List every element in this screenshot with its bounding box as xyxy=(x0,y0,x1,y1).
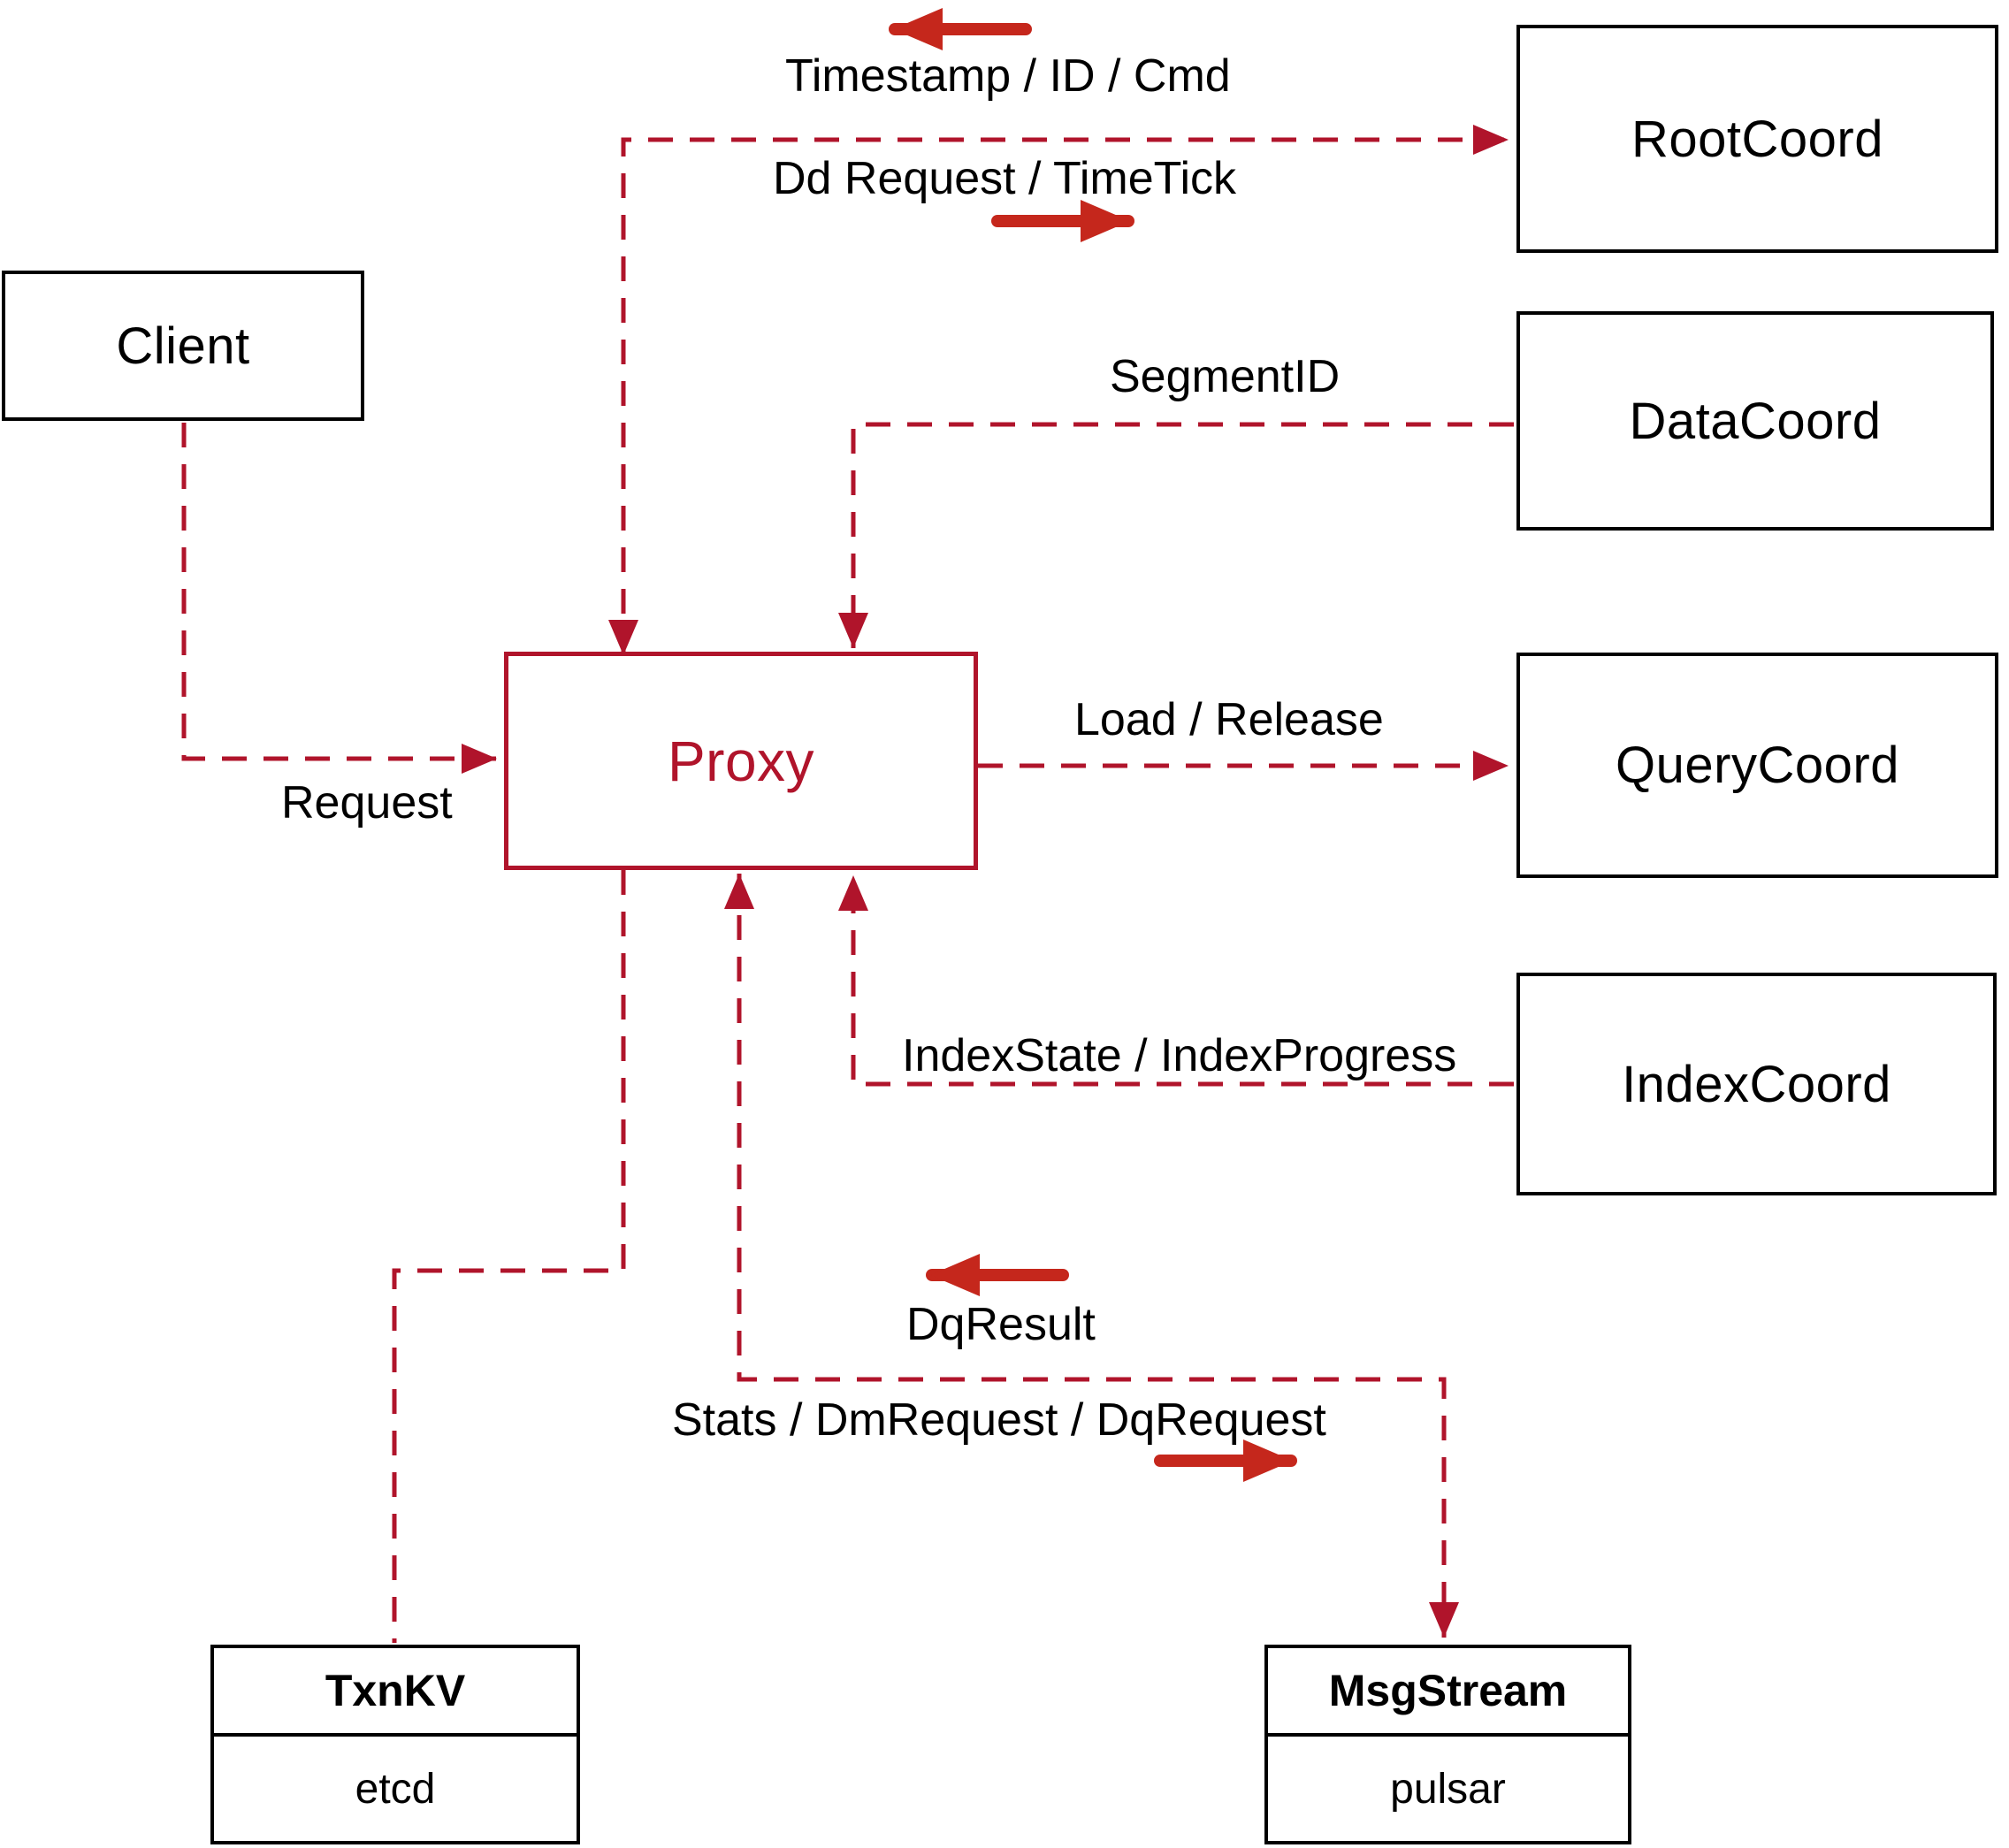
node-proxy-label: Proxy xyxy=(667,729,815,793)
node-datacoord: DataCoord xyxy=(1516,311,1994,531)
edge-client-proxy xyxy=(181,423,497,774)
edge-label-request: Request xyxy=(281,777,453,829)
node-querycoord-label: QueryCoord xyxy=(1616,737,1899,794)
edge-proxy-msgstream xyxy=(724,874,1459,1638)
edge-label-indexstate-indexprogress: IndexState / IndexProgress xyxy=(902,1030,1457,1081)
edge-label-segmentid: SegmentID xyxy=(1110,351,1341,402)
node-txnkv-title: TxnKV xyxy=(214,1648,577,1737)
edge-label-dd-request-timetick: Dd Request / TimeTick xyxy=(773,153,1237,204)
edge-proxy-rootcoord xyxy=(608,125,1509,655)
node-msgstream: MsgStream pulsar xyxy=(1264,1645,1631,1844)
node-msgstream-impl: pulsar xyxy=(1390,1765,1506,1813)
node-querycoord: QueryCoord xyxy=(1516,653,1998,878)
edge-label-stats-dmrequest-dqrequest: Stats / DmRequest / DqRequest xyxy=(672,1394,1326,1446)
node-txnkv-impl: etcd xyxy=(355,1765,436,1813)
edge-proxy-txnkv xyxy=(392,870,626,1643)
node-rootcoord: RootCoord xyxy=(1516,25,1998,253)
node-datacoord-label: DataCoord xyxy=(1629,392,1882,450)
node-indexcoord-label: IndexCoord xyxy=(1622,1055,1891,1113)
node-rootcoord-label: RootCoord xyxy=(1631,110,1883,168)
edge-datacoord-proxy xyxy=(838,422,1514,648)
node-client-label: Client xyxy=(116,317,250,375)
edge-label-dqresult: DqResult xyxy=(906,1299,1096,1350)
node-indexcoord: IndexCoord xyxy=(1516,973,1997,1195)
node-proxy: Proxy xyxy=(504,652,978,870)
edge-label-timestamp-id-cmd: Timestamp / ID / Cmd xyxy=(785,50,1231,102)
node-client: Client xyxy=(2,271,364,421)
node-txnkv: TxnKV etcd xyxy=(210,1645,580,1844)
node-msgstream-title: MsgStream xyxy=(1268,1648,1628,1737)
edge-label-load-release: Load / Release xyxy=(1074,694,1384,745)
